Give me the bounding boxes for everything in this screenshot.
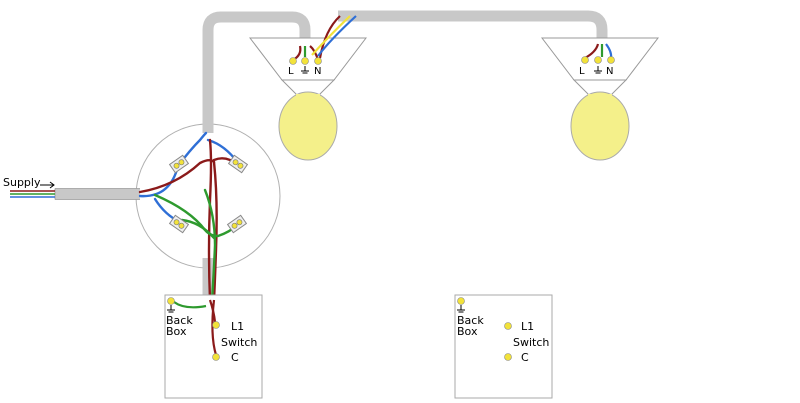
light-bulb-icon bbox=[570, 91, 630, 161]
earth-icon bbox=[594, 66, 602, 74]
left-switch-label: Switch bbox=[221, 336, 257, 349]
supply-label: Supply bbox=[3, 176, 41, 189]
right-lamp-n-label: N bbox=[606, 66, 613, 77]
left-lamp: L N bbox=[248, 15, 368, 161]
left-lamp-n-label: N bbox=[314, 66, 321, 77]
junction-terminals bbox=[168, 154, 249, 234]
earth-icon bbox=[167, 305, 175, 313]
supply-tails bbox=[10, 190, 55, 198]
left-back-box-label-line1: Back bbox=[166, 314, 193, 327]
left-switch-box: Back Box L1 Switch C bbox=[164, 294, 263, 399]
right-c-label: C bbox=[521, 351, 529, 364]
right-lamp: L N bbox=[540, 37, 660, 161]
right-switch-label: Switch bbox=[513, 336, 549, 349]
left-back-box-label-line2: Box bbox=[166, 325, 187, 338]
terminal-block bbox=[226, 214, 248, 234]
earth-icon bbox=[301, 66, 309, 74]
riser-conduit bbox=[202, 11, 311, 133]
right-l1-label: L1 bbox=[521, 320, 534, 333]
right-lamp-l-label: L bbox=[579, 66, 585, 77]
terminal-block bbox=[168, 154, 190, 174]
junction-wires bbox=[138, 131, 240, 302]
light-bulb-icon bbox=[278, 91, 338, 161]
lamp-link-conduit bbox=[338, 10, 608, 44]
terminal-block bbox=[168, 214, 190, 234]
right-back-box-label-line2: Box bbox=[457, 325, 478, 338]
left-lamp-l-label: L bbox=[288, 66, 294, 77]
left-l1-label: L1 bbox=[231, 320, 244, 333]
right-switch-box: Back Box L1 Switch C bbox=[454, 294, 553, 399]
terminal-block bbox=[227, 154, 249, 174]
earth-icon bbox=[457, 305, 465, 313]
supply-arrow-icon bbox=[40, 181, 55, 189]
right-back-box-label-line1: Back bbox=[457, 314, 484, 327]
left-c-label: C bbox=[231, 351, 239, 364]
